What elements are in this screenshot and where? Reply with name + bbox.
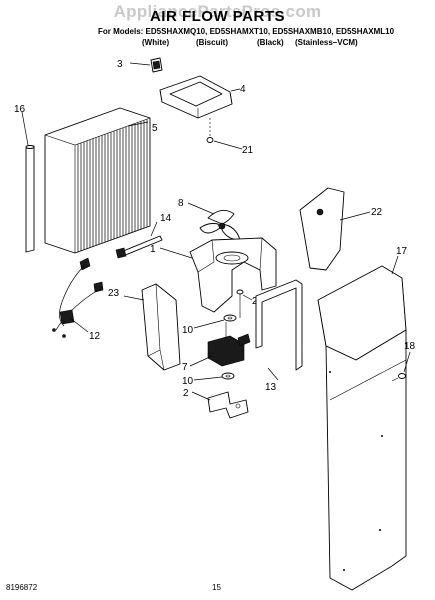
leader-line-10b [193, 376, 223, 381]
leader-line-18 [403, 351, 411, 373]
part-21-screw-lower [236, 289, 244, 318]
color-label-biscuit: (Biscuit) [196, 38, 228, 47]
part-2-motor-bracket [207, 391, 249, 419]
leader-line-4 [230, 88, 241, 92]
leader-line-22 [339, 211, 371, 221]
leader-line-21b [242, 294, 253, 301]
page-title: AIR FLOW PARTS [149, 8, 286, 25]
part-4-bracket [159, 75, 233, 119]
page-number: 15 [212, 583, 221, 592]
callout-21a: 21 [242, 145, 254, 156]
leader-line-12 [69, 317, 89, 333]
part-7-fan-motor [207, 322, 251, 367]
callout-12: 12 [89, 331, 101, 342]
leader-line-16 [21, 111, 29, 146]
leader-line-14 [150, 221, 158, 237]
color-label-stainless: (Stainless–VCM) [295, 38, 358, 47]
leader-line-1 [159, 247, 193, 259]
callout-10b: 10 [182, 376, 194, 387]
callout-3: 3 [117, 59, 123, 70]
leader-line-2 [191, 391, 211, 401]
part-18-screw [391, 373, 406, 382]
callout-18: 18 [404, 341, 416, 352]
part-23-duct-panel [141, 283, 181, 371]
part-10-grommet-lower [221, 372, 235, 380]
part-17-rear-panel [317, 265, 407, 591]
leader-line-13 [267, 367, 279, 381]
part-12-wire-harness [52, 257, 104, 338]
leader-line-10a [193, 319, 225, 329]
leader-line-17 [391, 255, 399, 275]
leader-line-8 [187, 202, 215, 215]
document-number: 8196872 [6, 583, 38, 592]
leader-line-7 [189, 355, 213, 367]
models-line: For Models: ED5SHAXMQ10, ED5SHAMXT10, ED… [98, 27, 395, 36]
callout-16: 16 [14, 104, 26, 115]
watermark: AppliancePartsPros.com [113, 2, 322, 21]
callout-4: 4 [240, 84, 246, 95]
part-8-fan-blade [199, 209, 241, 241]
leader-line-5 [127, 121, 149, 127]
callout-5: 5 [152, 123, 158, 134]
callout-7: 7 [182, 362, 188, 373]
callout-10a: 10 [182, 325, 194, 336]
part-3-clip [150, 57, 163, 73]
part-5-ribbed-panel [44, 107, 151, 254]
callout-2: 2 [183, 388, 189, 399]
part-14-heater [115, 235, 163, 259]
leader-line-21a [213, 140, 243, 150]
callout-8: 8 [178, 198, 184, 209]
color-label-white: (White) [142, 38, 170, 47]
callout-17: 17 [396, 246, 408, 257]
callout-1: 1 [150, 244, 156, 255]
part-1-fan-shroud [189, 237, 277, 313]
part-16-rod [25, 145, 35, 253]
part-10-grommet-upper [223, 314, 237, 322]
color-label-black: (Black) [257, 38, 284, 47]
leader-line-3 [129, 62, 151, 66]
callout-14: 14 [160, 213, 172, 224]
leader-line-23 [123, 295, 145, 301]
part-21-screw-upper [206, 118, 214, 143]
callout-23: 23 [108, 288, 120, 299]
callout-13: 13 [265, 382, 277, 393]
part-13-gasket [255, 279, 303, 371]
part-22-side-panel [299, 187, 345, 271]
callout-22: 22 [371, 207, 383, 218]
